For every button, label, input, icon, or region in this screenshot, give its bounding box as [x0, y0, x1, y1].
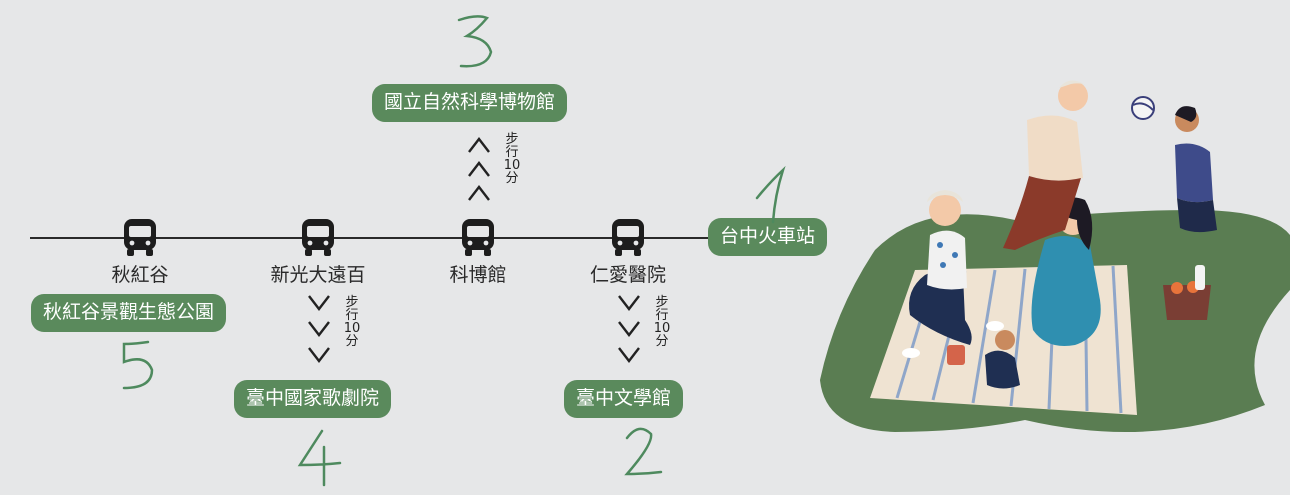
- step-number-4: [297, 429, 342, 487]
- chevron-down-icon: [308, 347, 330, 363]
- stop-label-shinkong: 新光大遠百: [270, 264, 366, 286]
- step-number-2: [624, 427, 663, 476]
- step-number-5: [122, 340, 154, 390]
- chevron-down-icon: [618, 347, 640, 363]
- bus-icon: [612, 219, 644, 256]
- stop-label-kebo: 科博館: [449, 264, 507, 286]
- destination-literature-museum: 臺中文學館: [564, 380, 684, 418]
- destination-museum: 國立自然科學博物館: [372, 84, 568, 122]
- chevron-up-icon: [468, 185, 490, 201]
- chevron-up-icon: [468, 161, 490, 177]
- route-line: [30, 237, 720, 239]
- chevron-down-icon: [308, 295, 330, 311]
- step-number-3: [457, 15, 493, 68]
- chevron-down-icon: [618, 295, 640, 311]
- chevron-down-icon: [618, 321, 640, 337]
- chevron-down-icon: [308, 321, 330, 337]
- stop-label-qiuhonggu: 秋紅谷: [111, 264, 169, 286]
- step-number-1: [755, 165, 786, 224]
- bus-icon: [302, 219, 334, 256]
- bus-icon: [124, 219, 156, 256]
- start-station-badge: 台中火車站: [708, 218, 828, 256]
- destination-opera-house: 臺中國家歌劇院: [234, 380, 392, 418]
- stop-label-renai: 仁愛醫院: [589, 264, 666, 286]
- family-picnic-illustration: [820, 80, 1290, 432]
- chevron-up-icon: [468, 137, 490, 153]
- bus-icon: [462, 219, 494, 256]
- destination-qiuhonggu-park: 秋紅谷景觀生態公園: [31, 294, 227, 332]
